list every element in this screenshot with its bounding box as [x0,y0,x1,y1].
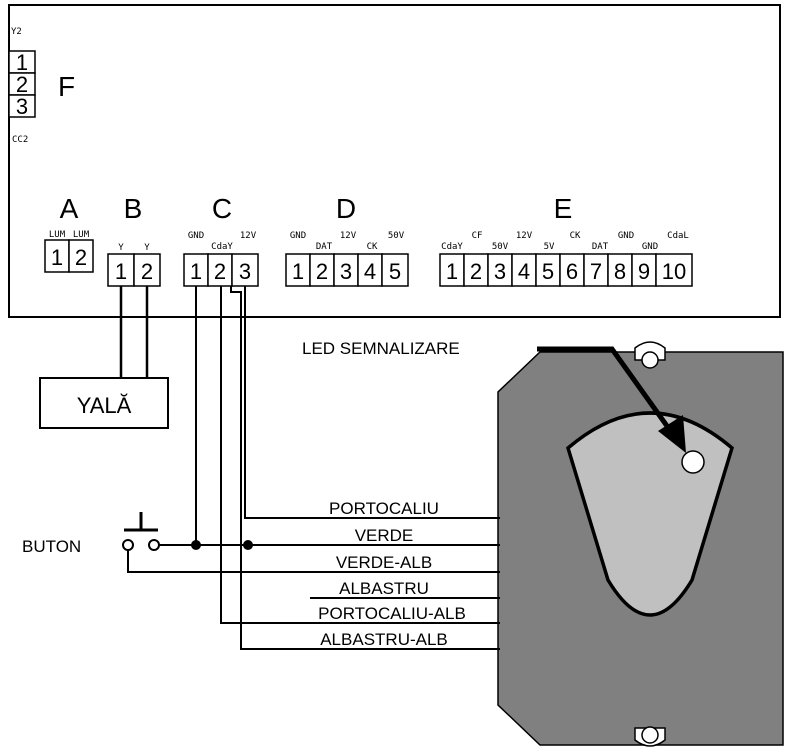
block-f-top-tag: Y2 [11,27,22,37]
block-c-num-3: 3 [239,259,251,284]
block-d-terminal-5 [381,253,409,287]
block-c-num-1: 1 [190,259,202,284]
block-b-label: B [124,193,143,224]
block-e-pin-5: 5V [544,242,555,252]
wire-portocaliu [244,286,500,519]
wire-verde-alb [127,548,500,573]
block-d-num-1: 1 [292,259,304,284]
block-d-label: D [336,193,356,224]
block-d-pin-2: DAT [316,242,333,252]
wire-label-albastru-alb: ALBASTRU-ALB [320,630,448,649]
block-e-terminal-2 [463,253,489,287]
block-a-pin-1: LUM [49,230,66,240]
block-e-pin-2: CF [472,231,483,241]
block-b-pin-1: Y [118,243,124,253]
block-e-num-3: 3 [494,259,506,284]
wire-label-portocaliu-alb: PORTOCALIU-ALB [318,604,466,623]
block-e-pin-1: CdaY [441,242,463,252]
block-f-bottom-tag: CC2 [12,135,28,145]
block-b-terminal-2 [133,253,161,287]
block-e-num-10: 10 [662,259,686,284]
block-e-terminal-3 [487,253,513,287]
wire-label-verde-alb: VERDE-ALB [336,553,432,572]
junction-2 [243,540,253,550]
block-e-pin-4: 12V [516,231,533,241]
push-button-symbol [122,512,160,551]
block-e-pin-10: CdaL [667,231,689,241]
block-d-terminal-3 [333,253,359,287]
block-f-num-3: 3 [16,94,28,119]
led-pointer-arrowhead [658,415,686,453]
block-e-pin-7: DAT [592,242,609,252]
block-c-terminal-1 [183,253,209,287]
block-c-pin-1: GND [188,231,204,241]
block-c-pin-3: 12V [240,231,257,241]
block-e-terminal-5 [535,253,561,287]
block-d-num-3: 3 [340,259,352,284]
block-d-num-5: 5 [389,259,401,284]
block-e-num-4: 4 [518,259,530,284]
block-e-label: E [554,193,573,224]
block-e-num-8: 8 [614,259,626,284]
wire-portocaliu-alb [220,286,500,624]
block-a-num-2: 2 [75,245,87,270]
block-c-terminal-2 [207,253,233,287]
block-d-num-2: 2 [316,259,328,284]
block-d-terminal-4 [357,253,383,287]
block-e-num-1: 1 [446,259,458,284]
block-f-num-1: 1 [16,50,28,75]
block-e-pin-6: CK [570,231,581,241]
led-pointer-line [537,346,675,435]
junction-1 [191,540,201,550]
block-f-terminal-3 [8,94,36,118]
block-d-terminal-2 [309,253,335,287]
block-e-pin-3: 50V [492,242,509,252]
block-a-num-1: 1 [51,245,63,270]
block-d-pin-5: 50V [388,231,405,241]
block-a-label: A [60,193,79,224]
block-e-terminal-4 [511,253,537,287]
lock-label: YALĂ [77,393,132,418]
block-e-num-6: 6 [566,259,578,284]
block-e-num-7: 7 [590,259,602,284]
device-housing [497,341,784,747]
block-c-label: C [212,193,232,224]
block-e-terminal-10 [655,253,693,287]
lock-box [39,377,169,429]
block-e-pin-9: GND [642,242,658,252]
wire-albastru-alb [230,286,500,650]
block-d-pin-3: 12V [340,231,357,241]
block-a-pin-2: LUM [73,230,90,240]
block-e-terminal-9 [631,253,657,287]
wire-label-verde: VERDE [355,526,414,545]
block-e-num-2: 2 [470,259,482,284]
wire-label-portocaliu: PORTOCALIU [329,499,439,518]
button-label: BUTON [22,537,81,556]
block-b-num-1: 1 [115,259,127,284]
block-c-pin-2: CdaY [211,242,233,252]
block-b-num-2: 2 [141,259,153,284]
led-label: LED SEMNALIZARE [302,339,460,358]
block-f-num-2: 2 [16,72,28,97]
block-f-label: F [58,71,75,102]
block-d-num-4: 4 [364,259,376,284]
block-e-num-5: 5 [542,259,554,284]
block-c-num-2: 2 [214,259,226,284]
block-b-pin-2: Y [144,243,150,253]
block-a-terminal-2 [68,239,94,273]
block-d-pin-1: GND [290,231,306,241]
block-d-pin-4: CK [367,242,378,252]
block-e-pin-8: GND [618,231,634,241]
wire-label-albastru: ALBASTRU [339,579,429,598]
block-e-num-9: 9 [638,259,650,284]
block-e-terminal-6 [559,253,585,287]
block-e-terminal-8 [607,253,633,287]
